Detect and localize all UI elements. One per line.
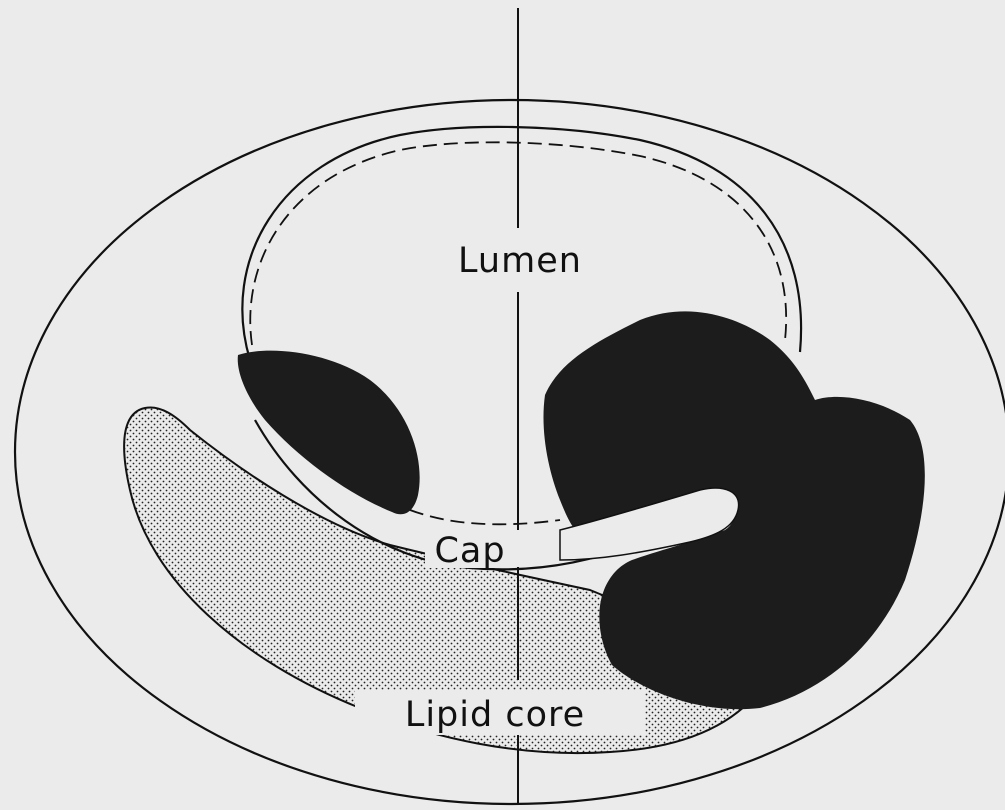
cap-label: Cap xyxy=(434,531,505,571)
lumen-label: Lumen xyxy=(458,241,582,281)
lipid-core-label: Lipid core xyxy=(405,695,585,735)
cap-band-dashed xyxy=(410,510,560,524)
